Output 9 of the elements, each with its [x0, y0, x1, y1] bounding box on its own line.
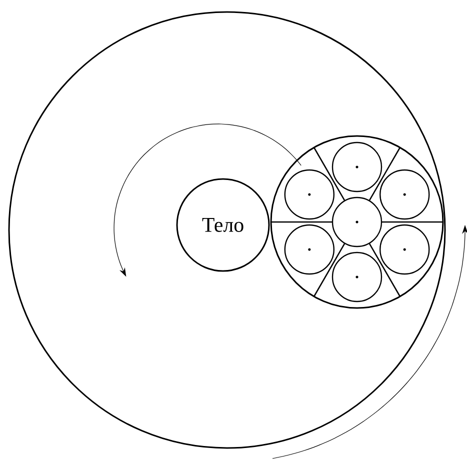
cluster-circle [270, 135, 444, 309]
small-circle [332, 252, 382, 302]
small-circle [332, 196, 382, 248]
small-circle [284, 224, 334, 275]
small-circle [332, 142, 382, 192]
small-circle [380, 224, 430, 275]
orbit-circle [8, 11, 446, 449]
small-circle [284, 169, 334, 220]
small-circle [380, 169, 430, 220]
